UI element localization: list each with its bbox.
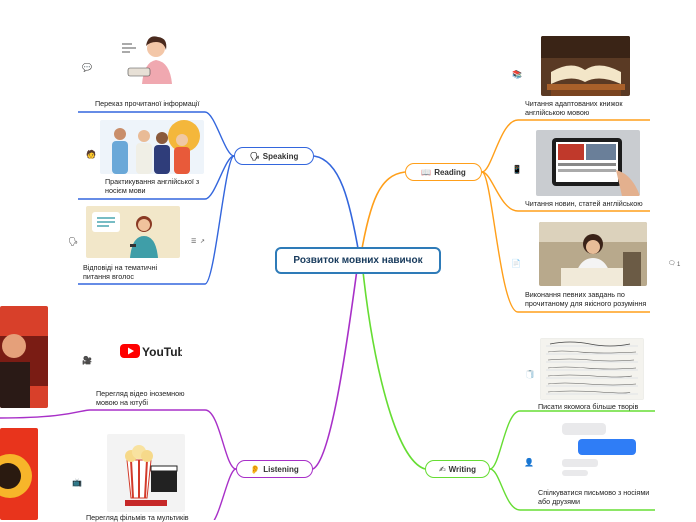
books-icon: 📚 xyxy=(512,70,522,79)
branch-writing[interactable]: ✍ Writing xyxy=(425,460,490,478)
toilet-roll-icon: 🧻 xyxy=(525,370,535,379)
connector-speaking-item-1 xyxy=(78,111,235,157)
person-icon: 🧑 xyxy=(86,150,96,159)
speaking-head-icon: 🗣 xyxy=(68,237,79,246)
book-icon: 📖 xyxy=(421,167,432,177)
speaking-item-retelling[interactable]: Переказ прочитаної інформації xyxy=(95,99,200,108)
left-edge-image-bottom xyxy=(0,428,38,520)
speaking-retelling-illustration xyxy=(118,34,176,86)
connector-writing-item-1 xyxy=(489,410,655,470)
connector-reading-item-1 xyxy=(481,119,650,173)
speaking-native-speaker-illustration xyxy=(100,120,204,174)
reading-books-illustration xyxy=(541,36,630,96)
branch-speaking[interactable]: 🗣 Speaking xyxy=(234,147,314,165)
comment-icon[interactable]: 🗨 xyxy=(668,261,676,267)
branch-reading-label: Reading xyxy=(434,167,466,177)
reading-news-illustration xyxy=(536,130,640,196)
external-link-icon[interactable]: ↗ xyxy=(200,239,206,245)
mobile-phone-icon: 📱 xyxy=(512,165,522,174)
speech-bubble-icon: 💬 xyxy=(82,63,92,72)
connector-speaking-item-2 xyxy=(78,155,235,200)
branch-writing-label: Writing xyxy=(448,464,477,474)
writing-item-correspondence[interactable]: Спілкуватися письмово з носіями або друз… xyxy=(538,488,650,506)
movies-illustration xyxy=(107,434,185,512)
branch-listening-label: Listening xyxy=(263,464,299,474)
reading-item-tasks[interactable]: Виконання певних завдань по прочитаному … xyxy=(525,290,647,308)
connector-center-speaking xyxy=(313,155,361,261)
connector-listening-item-2 xyxy=(213,468,237,520)
central-topic[interactable]: Розвиток мовних навичок xyxy=(275,247,441,274)
connector-center-reading xyxy=(359,171,406,261)
reading-item-adapted-books[interactable]: Читання адаптованих книжок англійською м… xyxy=(525,99,623,117)
connector-reading-item-2 xyxy=(481,171,650,212)
reading-tasks-illustration xyxy=(539,222,647,286)
speaking-item-answers[interactable]: Відповіді на тематичні питання вголос xyxy=(83,263,158,281)
comment-count: 1 xyxy=(677,262,681,268)
speaking-item-native-speaker[interactable]: Практикування англійської з носієм мови xyxy=(105,177,200,195)
left-edge-image-top xyxy=(0,306,48,408)
writing-essay-illustration xyxy=(540,338,644,400)
youtube-logo-text: YouTube xyxy=(142,345,182,359)
connector-listening-item-1-ext xyxy=(0,409,91,419)
branch-speaking-label: Speaking xyxy=(262,151,299,161)
listening-item-youtube[interactable]: Перегляд відео іноземною мовою на ютубі xyxy=(96,389,185,407)
television-icon: 📺 xyxy=(72,478,82,487)
youtube-logo: YouTube xyxy=(120,343,182,359)
connector-listening-item-1 xyxy=(90,409,237,470)
connector-center-writing xyxy=(361,261,426,470)
branch-listening[interactable]: 👂 Listening xyxy=(236,460,313,478)
page-icon: 📄 xyxy=(511,259,521,268)
reading-item-news[interactable]: Читання новин, статей англійською xyxy=(525,199,643,208)
writing-chat-illustration xyxy=(558,421,640,481)
speaking-icon: 🗣 xyxy=(249,151,260,161)
speaking-answers-illustration xyxy=(86,206,180,258)
writing-hand-icon: ✍ xyxy=(438,464,446,474)
bust-icon: 👤 xyxy=(524,458,534,467)
ear-icon: 👂 xyxy=(250,464,261,474)
connector-speaking-item-3 xyxy=(78,155,235,285)
connector-writing-item-2 xyxy=(489,468,655,511)
central-topic-label: Розвиток мовних навичок xyxy=(293,255,423,266)
listening-item-movies[interactable]: Перегляд фільмів та мультиків xyxy=(86,513,189,522)
writing-item-essays[interactable]: Писати якомога більше творів xyxy=(538,402,639,411)
notes-icon[interactable]: ☰ xyxy=(191,239,197,245)
connector-center-listening xyxy=(312,261,359,470)
video-camera-icon: 🎥 xyxy=(82,356,92,365)
connector-reading-item-3 xyxy=(481,171,650,313)
branch-reading[interactable]: 📖 Reading xyxy=(405,163,482,181)
